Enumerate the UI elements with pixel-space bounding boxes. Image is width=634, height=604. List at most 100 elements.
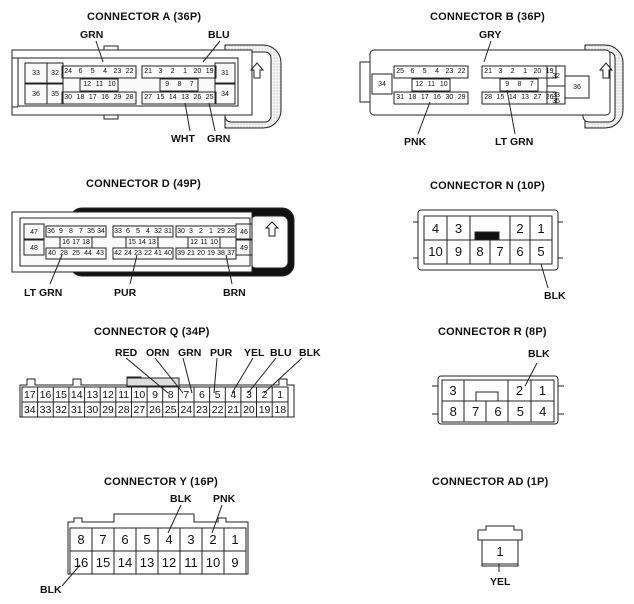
pin-number: 28 — [60, 250, 68, 257]
connector-ad-body — [477, 525, 523, 567]
leader-a-wht — [184, 102, 191, 132]
leader-d-pur — [129, 254, 138, 285]
pin-number: 4 — [435, 68, 439, 75]
pin-number: 15 — [95, 555, 111, 570]
pin-number: 25 — [72, 250, 80, 257]
pin-number: 1 — [231, 532, 239, 547]
pin-number: 13 — [181, 94, 189, 101]
pin-number: 21 — [144, 68, 153, 75]
connector-y-body — [67, 513, 249, 575]
pin-number: 2 — [199, 228, 203, 235]
pin-number: 17 — [72, 239, 80, 246]
connector-n-title: CONNECTOR N (10P) — [430, 180, 546, 192]
wire-label-q-grn: GRN — [178, 347, 202, 359]
pin-number: 29 — [113, 94, 122, 101]
leader-b-lt-grn — [506, 89, 516, 135]
pin-number: 23 — [196, 404, 208, 416]
pin-number: 29 — [457, 94, 466, 101]
wire-label-a-wht: WHT — [171, 133, 195, 145]
wire-label-q-red: RED — [115, 347, 138, 359]
pin-number: 29 — [217, 228, 225, 235]
pin-number: 27 — [533, 94, 542, 101]
connector-a-title: CONNECTOR A (36P) — [87, 11, 202, 23]
pin-number: 2 — [170, 68, 175, 75]
pin-number: 1 — [537, 221, 545, 236]
pin-number: 36 — [47, 228, 55, 235]
pin-number: 34 — [378, 81, 386, 88]
pin-number: 4 — [103, 68, 107, 75]
pin-number: 1 — [209, 228, 213, 235]
pin-number: 23 — [113, 68, 122, 75]
pin-number: 15 — [128, 239, 136, 246]
pin-number: 13 — [521, 94, 529, 101]
pin-number: 2 — [209, 532, 217, 547]
wire-label-ad-yel: YEL — [490, 576, 511, 588]
pin-number: 18 — [76, 94, 85, 101]
pin-number: 46 — [240, 229, 248, 236]
pin-number: 31 — [164, 228, 172, 235]
pin-number: 38 — [217, 250, 225, 257]
pin-number: 10 — [133, 389, 146, 401]
q-leaders — [125, 357, 303, 394]
pin-number: 3 — [449, 383, 457, 398]
pin-number: 47 — [30, 229, 38, 236]
pin-number: 24 — [64, 68, 73, 75]
pin-number: 9 — [454, 244, 463, 259]
pin-number: 8 — [167, 389, 174, 401]
wire-label-y-pnk: PNK — [213, 493, 236, 505]
pin-number: 22 — [211, 404, 224, 416]
wire-label-a-grn-top: GRN — [80, 29, 104, 41]
pin-number: 26 — [193, 94, 202, 101]
leader-b-gry — [483, 40, 492, 63]
pin-number: 33 — [32, 70, 40, 77]
leader-r-blk — [524, 362, 538, 387]
wire-label-q-blk: BLK — [299, 347, 321, 359]
wire-label-d-lt-grn: LT GRN — [24, 287, 63, 299]
leader-d-lt-grn — [49, 254, 63, 285]
leader-d-brn — [225, 254, 233, 285]
pin-number: 1 — [496, 544, 504, 559]
pin-number: 27 — [144, 94, 153, 101]
pin-number: 6 — [121, 532, 129, 547]
pin-number: 43 — [96, 250, 104, 257]
connector-d-title: CONNECTOR D (49P) — [86, 178, 202, 190]
pin-number: 12 — [190, 239, 198, 246]
pin-number: 49 — [240, 245, 248, 252]
pin-number: 30 — [177, 228, 185, 235]
wire-label-a-grn-bottom: GRN — [207, 133, 231, 145]
pin-number: 22 — [144, 250, 152, 257]
pin-number: 23 — [445, 68, 454, 75]
pin-number: 11 — [427, 81, 436, 88]
pin-number: 14 — [70, 389, 83, 401]
pin-number: 21 — [484, 68, 493, 75]
pin-number: 26 — [545, 94, 554, 101]
pin-number: 7 — [183, 389, 190, 401]
pin-number: 2 — [515, 383, 524, 398]
pin-number: 33 — [39, 404, 52, 416]
pin-number: 9 — [165, 81, 170, 88]
pin-number: 8 — [449, 404, 457, 419]
pin-number: 9 — [505, 81, 510, 88]
pin-number: 16 — [101, 94, 109, 101]
pin-number: 32 — [154, 228, 162, 235]
pin-number: 19 — [207, 250, 215, 257]
connector-a-body — [11, 44, 282, 129]
pin-number: 21 — [227, 404, 240, 416]
pin-number: 20 — [193, 68, 202, 75]
pin-number: 28 — [117, 404, 130, 416]
pin-number: 25 — [396, 68, 405, 75]
pin-number: 3 — [158, 68, 163, 75]
pin-number: 4 — [165, 532, 173, 547]
wire-label-a-blu: BLU — [208, 29, 230, 41]
pin-number: 14 — [168, 94, 177, 101]
pin-number: 5 — [422, 68, 427, 75]
pin-number: 41 — [154, 250, 162, 257]
pin-number: 5 — [90, 68, 95, 75]
pin-number: 42 — [114, 250, 122, 257]
pin-number: 3 — [187, 532, 195, 547]
pin-number: 23 — [134, 250, 142, 257]
pin-number: 19 — [205, 68, 214, 75]
pin-number: 1 — [277, 389, 284, 401]
pin-number: 5 — [537, 244, 545, 259]
pin-number: 32 — [55, 404, 67, 416]
